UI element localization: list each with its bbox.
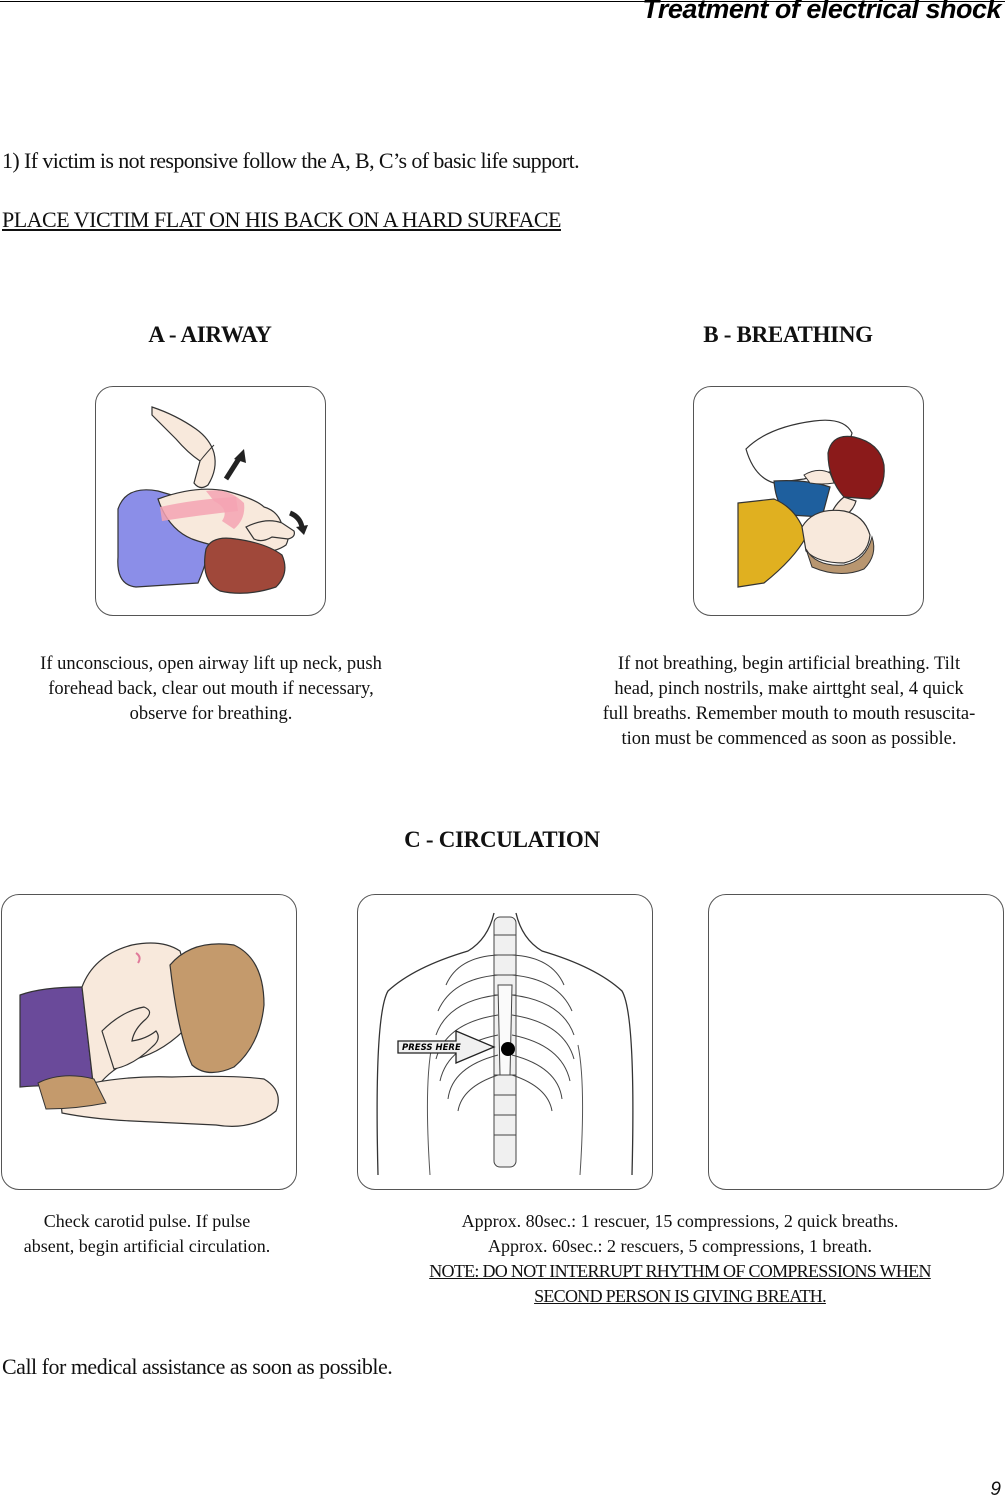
caption-line: head, pinch nostrils, make airttght seal… (614, 679, 964, 699)
airway-heading: A - AIRWAY (148, 322, 272, 347)
footer-text: Call for medical assistance as soon as p… (2, 1354, 393, 1379)
note-line: SECOND PERSON IS GIVING BREATH. (534, 1286, 827, 1306)
breathing-heading: B - BREATHING (703, 322, 873, 347)
caption-line: If not breathing, begin artificial breat… (617, 654, 961, 674)
caption-line: forehead back, clear out mouth if necess… (48, 679, 374, 699)
carotid-pulse-drawing (19, 942, 279, 1127)
airway-head-tilt-drawing (117, 406, 308, 594)
page-number: 9 (990, 1479, 1001, 1500)
caption-line: full breaths. Remember mouth to mouth re… (602, 704, 976, 724)
breathing-caption: If not breathing, begin artificial breat… (570, 652, 1005, 752)
caption-line: Check carotid pulse. If pulse (43, 1211, 251, 1231)
intro-text: 1) If victim is not responsive follow th… (2, 148, 580, 173)
airway-illustration (95, 386, 326, 616)
caption-line: observe for breathing. (129, 704, 293, 724)
placement-instruction: PLACE VICTIM FLAT ON HIS BACK ON A HARD … (2, 207, 561, 232)
caption-line: Approx. 60sec.: 2 rescuers, 5 compressio… (488, 1236, 872, 1256)
compression-note: NOTE: DO NOT INTERRUPT RHYTHM OF COMPRES… (370, 1259, 990, 1309)
page-title: Treatment of electrical shock (642, 0, 1001, 24)
note-line: NOTE: DO NOT INTERRUPT RHYTHM OF COMPRES… (429, 1261, 931, 1281)
airway-caption: If unconscious, open airway lift up neck… (10, 652, 412, 727)
compression-point (501, 1042, 515, 1056)
caption-line: tion must be commenced as soon as possib… (621, 729, 957, 749)
press-here-label: PRESS HERE (402, 1043, 461, 1053)
circulation-heading: C - CIRCULATION (404, 827, 600, 852)
caption-line: Approx. 80sec.: 1 rescuer, 15 compressio… (461, 1211, 899, 1231)
chest-compression-illustration: PRESS HERE (357, 894, 653, 1190)
caption-line: If unconscious, open airway lift up neck… (40, 654, 382, 674)
pulse-caption: Check carotid pulse. If pulse absent, be… (4, 1209, 290, 1259)
breathing-illustration (693, 386, 924, 616)
header-rule (0, 1, 1005, 2)
compression-caption: Approx. 80sec.: 1 rescuer, 15 compressio… (380, 1209, 980, 1259)
mouth-to-mouth-drawing (737, 419, 885, 588)
empty-illustration-frame (708, 894, 1004, 1190)
caption-line: absent, begin artificial circulation. (23, 1236, 271, 1256)
pulse-check-illustration (1, 894, 297, 1190)
ribcage-drawing (376, 912, 634, 1176)
